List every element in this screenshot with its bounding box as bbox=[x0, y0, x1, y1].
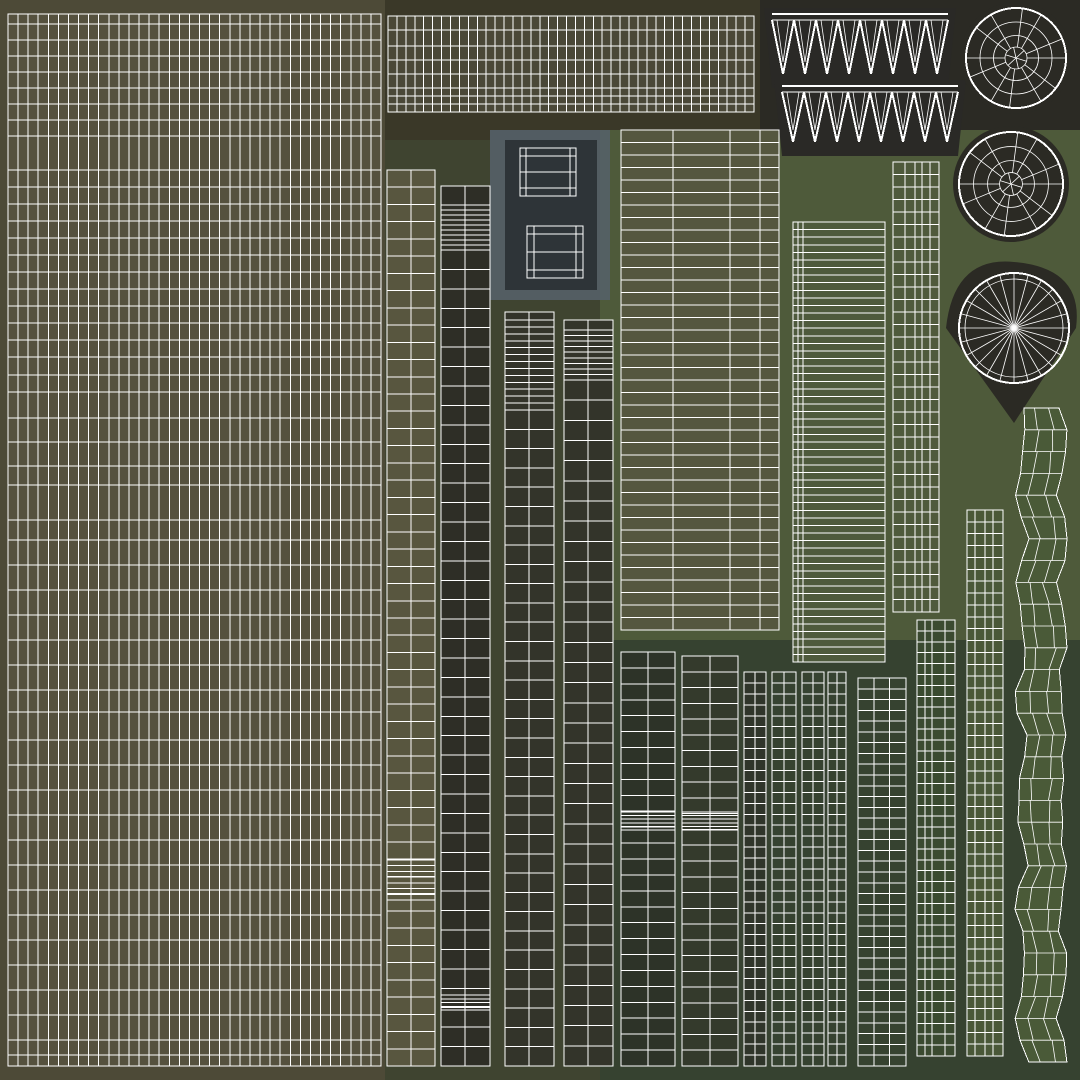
circle-3-shadow bbox=[946, 261, 1077, 423]
bottom-block-1 bbox=[620, 651, 676, 1067]
thin-strip-3 bbox=[801, 671, 825, 1067]
zigzag-top-shadow bbox=[764, 8, 956, 88]
bottom-block-2 bbox=[681, 655, 739, 1067]
thin-strip-5 bbox=[857, 677, 907, 1067]
mid-panel bbox=[792, 221, 886, 663]
circle-3 bbox=[958, 272, 1070, 384]
center-panel bbox=[620, 129, 780, 631]
circle-1 bbox=[965, 7, 1067, 109]
thin-strip-4 bbox=[827, 671, 847, 1067]
column-1 bbox=[386, 169, 436, 1067]
column-2 bbox=[440, 185, 491, 1067]
large-left-panel bbox=[7, 13, 382, 1067]
wireframe-overlay bbox=[7, 7, 1070, 1067]
zigzag-top bbox=[771, 13, 949, 75]
thin-strip-2 bbox=[771, 671, 797, 1067]
small-box-1 bbox=[519, 147, 577, 197]
thin-strips bbox=[743, 671, 767, 1067]
right-strip-1 bbox=[916, 619, 956, 1057]
right-strip-2 bbox=[966, 509, 1004, 1057]
zigzag-bottom bbox=[781, 85, 959, 143]
column-4 bbox=[563, 319, 614, 1067]
small-box-2 bbox=[526, 225, 584, 279]
column-3 bbox=[504, 311, 555, 1067]
wavy-strip bbox=[1014, 407, 1068, 1063]
circle-2 bbox=[958, 131, 1064, 237]
narrow-panel bbox=[892, 161, 940, 613]
zigzag-bottom-shadow bbox=[774, 80, 966, 156]
top-strip bbox=[387, 15, 755, 113]
